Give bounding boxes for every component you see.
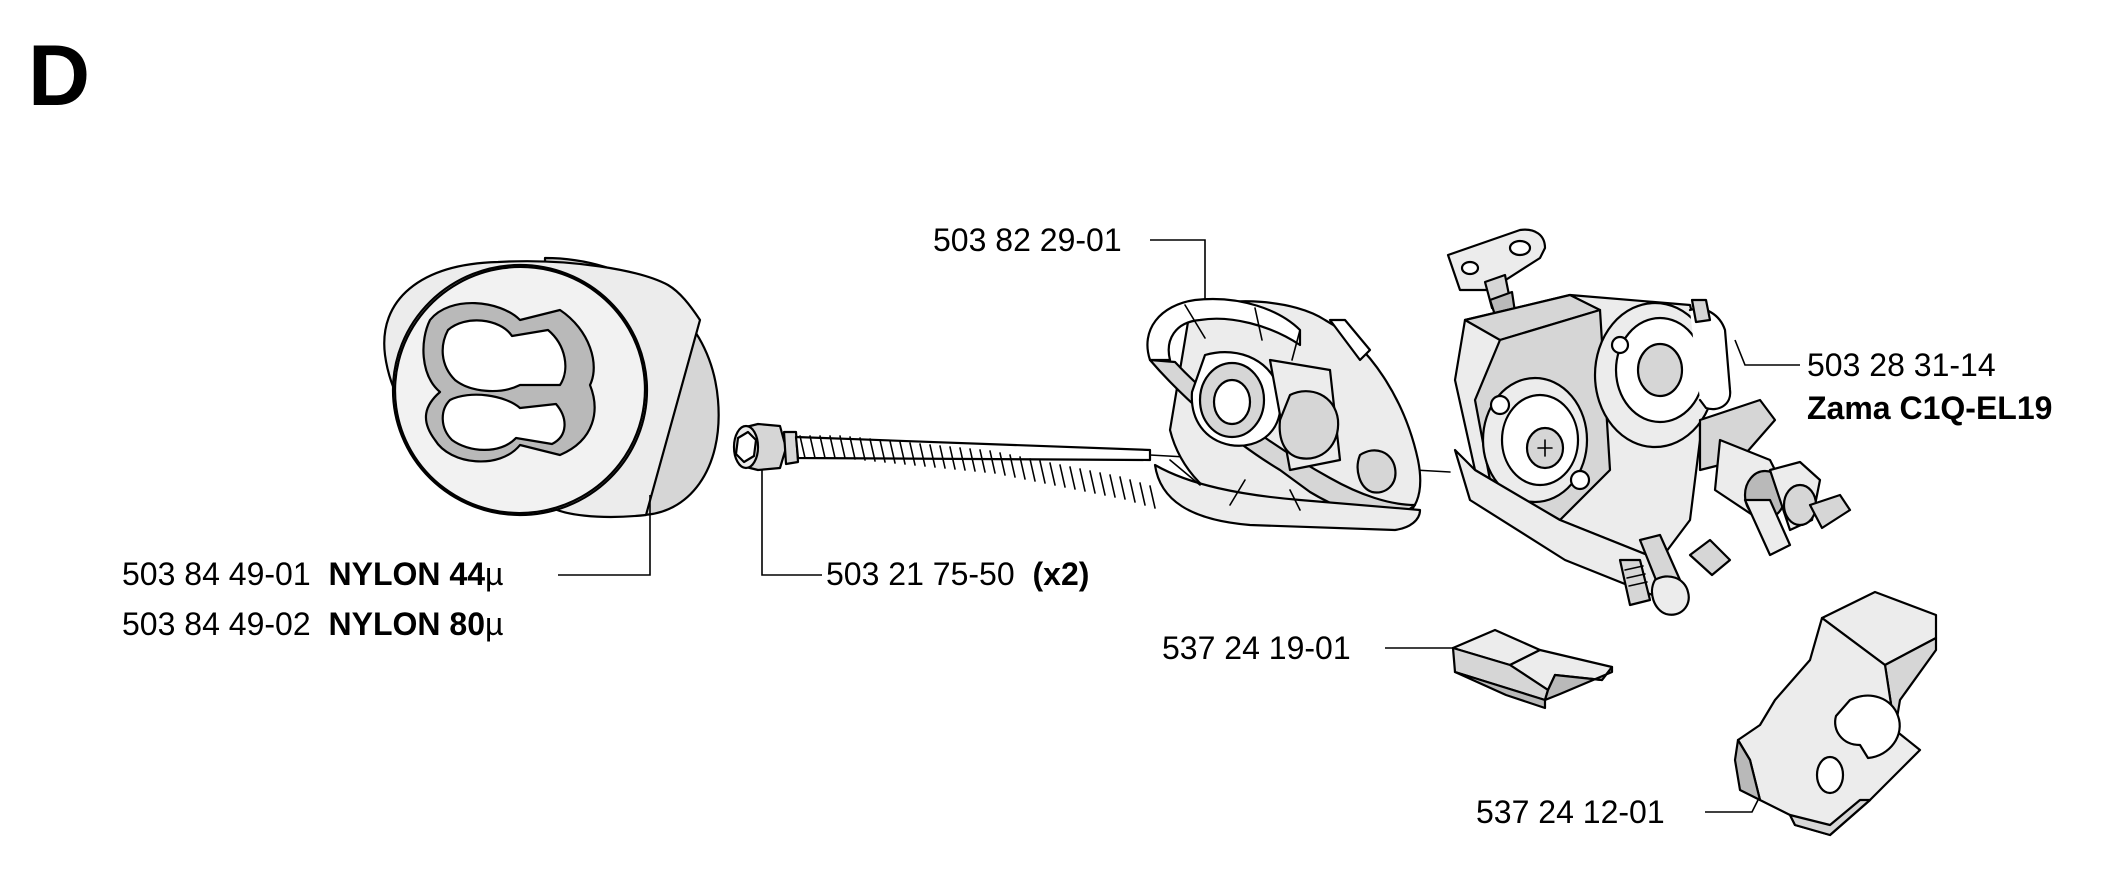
- filter-holder-part: [1146, 298, 1422, 532]
- section-letter: D: [28, 28, 90, 124]
- filter-unit-1: µ: [485, 556, 503, 592]
- carburetor-part-number: 503 28 31-14: [1807, 347, 1996, 383]
- gasket-part-number: 537 24 12-01: [1476, 794, 1665, 830]
- gasket-part: [1733, 590, 1938, 837]
- screw-label: 503 21 75-50 (x2): [826, 556, 1089, 592]
- carburetor-part: [1446, 228, 1852, 616]
- filter-part-number-2: 503 84 49-02: [122, 606, 311, 642]
- spacer-part: [1451, 628, 1614, 710]
- spacer-part-number: 537 24 19-01: [1162, 630, 1351, 666]
- filter-material-1: NYLON 44: [329, 556, 486, 592]
- filter-material-2: NYLON 80: [329, 606, 485, 642]
- filter-label-line-2: 503 84 49-02 NYLON 80µ: [122, 606, 503, 642]
- filter-part-number-1: 503 84 49-01: [122, 556, 311, 592]
- screw-quantity: (x2): [1033, 556, 1090, 592]
- filter-label-line-1: 503 84 49-01 NYLON 44µ: [122, 556, 503, 592]
- leader-lines: [558, 239, 1800, 813]
- air-filter-part: [383, 256, 720, 519]
- screw-part-number: 503 21 75-50: [826, 556, 1015, 592]
- carburetor-model: Zama C1Q-EL19: [1807, 390, 2052, 426]
- filter-holder-part-number: 503 82 29-01: [933, 222, 1122, 258]
- filter-unit-2: µ: [485, 606, 503, 642]
